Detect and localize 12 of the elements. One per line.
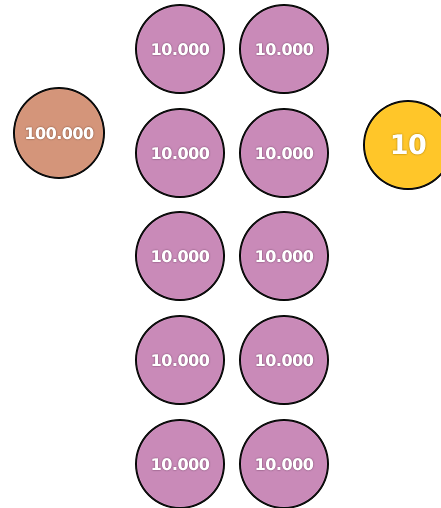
number-label: 10 (390, 130, 426, 160)
number-label: 10.000 (254, 40, 314, 58)
number-label: 10.000 (254, 246, 314, 266)
number-label: 10.000 (150, 246, 210, 266)
number-label: 10.000 (150, 144, 210, 162)
number-label: 10.000 (254, 350, 314, 370)
number-label: 10.000 (150, 454, 210, 474)
number-label: 10.000 (254, 144, 314, 162)
number-label: 10.000 (254, 454, 314, 474)
number-label: 10.000 (150, 350, 210, 370)
number-label: 100.000 (24, 124, 94, 142)
number-label: 10.000 (150, 40, 210, 58)
